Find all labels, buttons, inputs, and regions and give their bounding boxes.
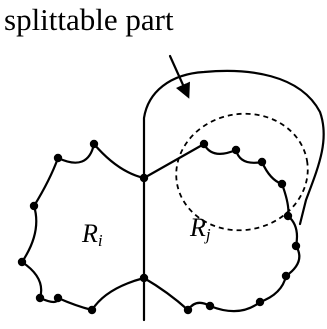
region-ri-letter: R: [81, 219, 98, 248]
region-rj-label: Rj: [189, 213, 211, 244]
region-rj-subscript: j: [204, 225, 211, 244]
vertex-ri-6: [53, 293, 63, 303]
splittable-part-caption: splittable part: [4, 2, 174, 37]
region-rj-letter: R: [189, 213, 206, 242]
vertex-rj-2: [231, 145, 241, 155]
vertex-ri-4: [17, 257, 27, 267]
vertex-ri-7: [87, 305, 97, 315]
vertex-top-shared: [139, 173, 149, 183]
vertex-rj-4: [277, 179, 287, 189]
vertex-ri-2: [53, 153, 63, 163]
vertex-rj-9: [205, 301, 215, 311]
outer-boundary-curve: [142, 69, 325, 226]
region-ri-label: Ri: [81, 219, 103, 250]
splittable-part-ellipse: [175, 112, 309, 232]
vertices: [17, 139, 301, 315]
vertex-bottom-shared: [139, 273, 149, 283]
vertex-rj-6: [291, 241, 301, 251]
vertex-ri-5: [35, 293, 45, 303]
vertex-rj-10: [183, 305, 193, 315]
vertex-rj-7: [281, 271, 291, 281]
region-ri-subscript: i: [98, 231, 103, 250]
vertex-rj-1: [199, 139, 209, 149]
vertex-rj-5: [283, 211, 293, 221]
vertex-ri-3: [29, 201, 39, 211]
vertex-rj-3: [257, 157, 267, 167]
vertex-rj-8: [255, 297, 265, 307]
vertex-ri-1: [89, 139, 99, 149]
